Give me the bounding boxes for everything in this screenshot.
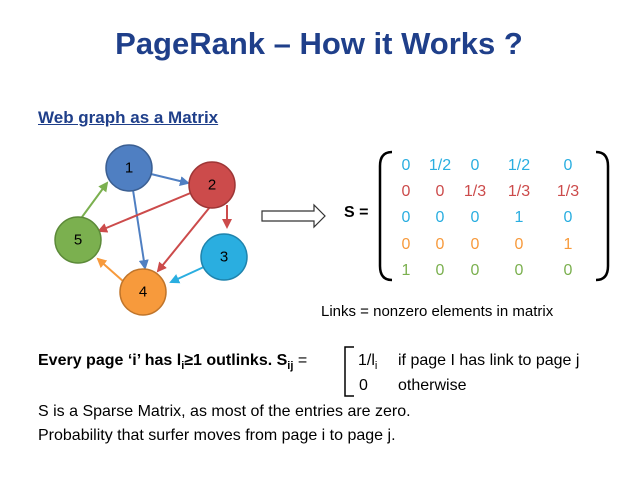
matrix-cell: 0 (470, 262, 480, 279)
matrix-cell: 1 (563, 236, 573, 253)
note-sparse-matrix: S is a Sparse Matrix, as most of the ent… (38, 403, 411, 420)
case-1-sub: i (374, 360, 378, 372)
outlinks-definition: Every page ‘i’ has li≥1 outlinks. Sij = (38, 352, 307, 372)
node-1-label: 1 (125, 160, 133, 177)
matrix-cell: 1 (401, 262, 411, 279)
matrix-cell: 0 (435, 183, 445, 200)
edge-5-to-1 (81, 181, 109, 218)
node-5: 5 (54, 216, 102, 264)
edge-4-to-5 (96, 257, 125, 283)
node-5-label: 5 (74, 232, 82, 249)
matrix-cell: 0 (435, 236, 445, 253)
matrix-cell: 0 (401, 209, 411, 226)
matrix-right-bracket (595, 150, 610, 282)
matrix-s-label: S = (344, 204, 369, 221)
node-1: 1 (105, 144, 153, 192)
case-1: 1/li (358, 352, 377, 372)
matrix-cell: 0 (435, 209, 445, 226)
matrix-cell: 0 (470, 236, 480, 253)
matrix-cell: 0 (435, 262, 445, 279)
matrix-cell: 0 (401, 157, 411, 174)
cases-bracket (344, 346, 354, 397)
slide-subtitle: Web graph as a Matrix (38, 108, 219, 127)
edge-3-to-4 (169, 265, 207, 284)
matrix-cell: 1/3 (556, 183, 580, 200)
edge-2-to-4 (156, 201, 215, 273)
matrix-cell: 1/2 (507, 157, 531, 174)
matrix-cell: 0 (470, 157, 480, 174)
definition-s-sub: ij (287, 360, 294, 372)
node-3-label: 3 (220, 249, 228, 266)
matrix-cell: 0 (401, 183, 411, 200)
definition-prefix: Every page ‘i’ has l (38, 352, 182, 369)
node-4-label: 4 (139, 284, 147, 301)
matrix-left-bracket (378, 150, 393, 282)
case-1-text: if page I has link to page j (398, 352, 580, 369)
matrix-cell: 0 (563, 209, 573, 226)
matrix-cell: 0 (514, 262, 524, 279)
matrix-cell: 0 (470, 209, 480, 226)
edge-1-to-4 (132, 189, 149, 270)
node-2-label: 2 (208, 177, 216, 194)
case-1-value: 1/l (358, 352, 375, 369)
matrix-cell: 0 (514, 236, 524, 253)
definition-prefix-sub: i (181, 360, 185, 372)
matrix-cell: 0 (563, 262, 573, 279)
matrix-cell: 0 (563, 157, 573, 174)
definition-eq: = (293, 352, 308, 369)
matrix-cell: 1/2 (428, 157, 452, 174)
matrix-cell: 1 (514, 209, 524, 226)
slide-title: PageRank – How it Works ? (115, 26, 523, 61)
case-2-value: 0 (359, 377, 368, 394)
node-3: 3 (200, 233, 248, 281)
matrix-cell: 0 (401, 236, 411, 253)
right-arrow-icon (261, 203, 326, 229)
node-2: 2 (188, 161, 236, 209)
note-probability: Probability that surfer moves from page … (38, 427, 396, 444)
node-4: 4 (119, 268, 167, 316)
matrix-cell: 1/3 (463, 183, 487, 200)
matrix-cell: 1/3 (507, 183, 531, 200)
case-2-text: otherwise (398, 377, 467, 394)
edge-1-to-2 (150, 173, 190, 186)
matrix-caption: Links = nonzero elements in matrix (321, 303, 554, 320)
edge-2-to-5 (97, 186, 206, 233)
definition-suffix: ≥1 outlinks. S (184, 352, 288, 369)
